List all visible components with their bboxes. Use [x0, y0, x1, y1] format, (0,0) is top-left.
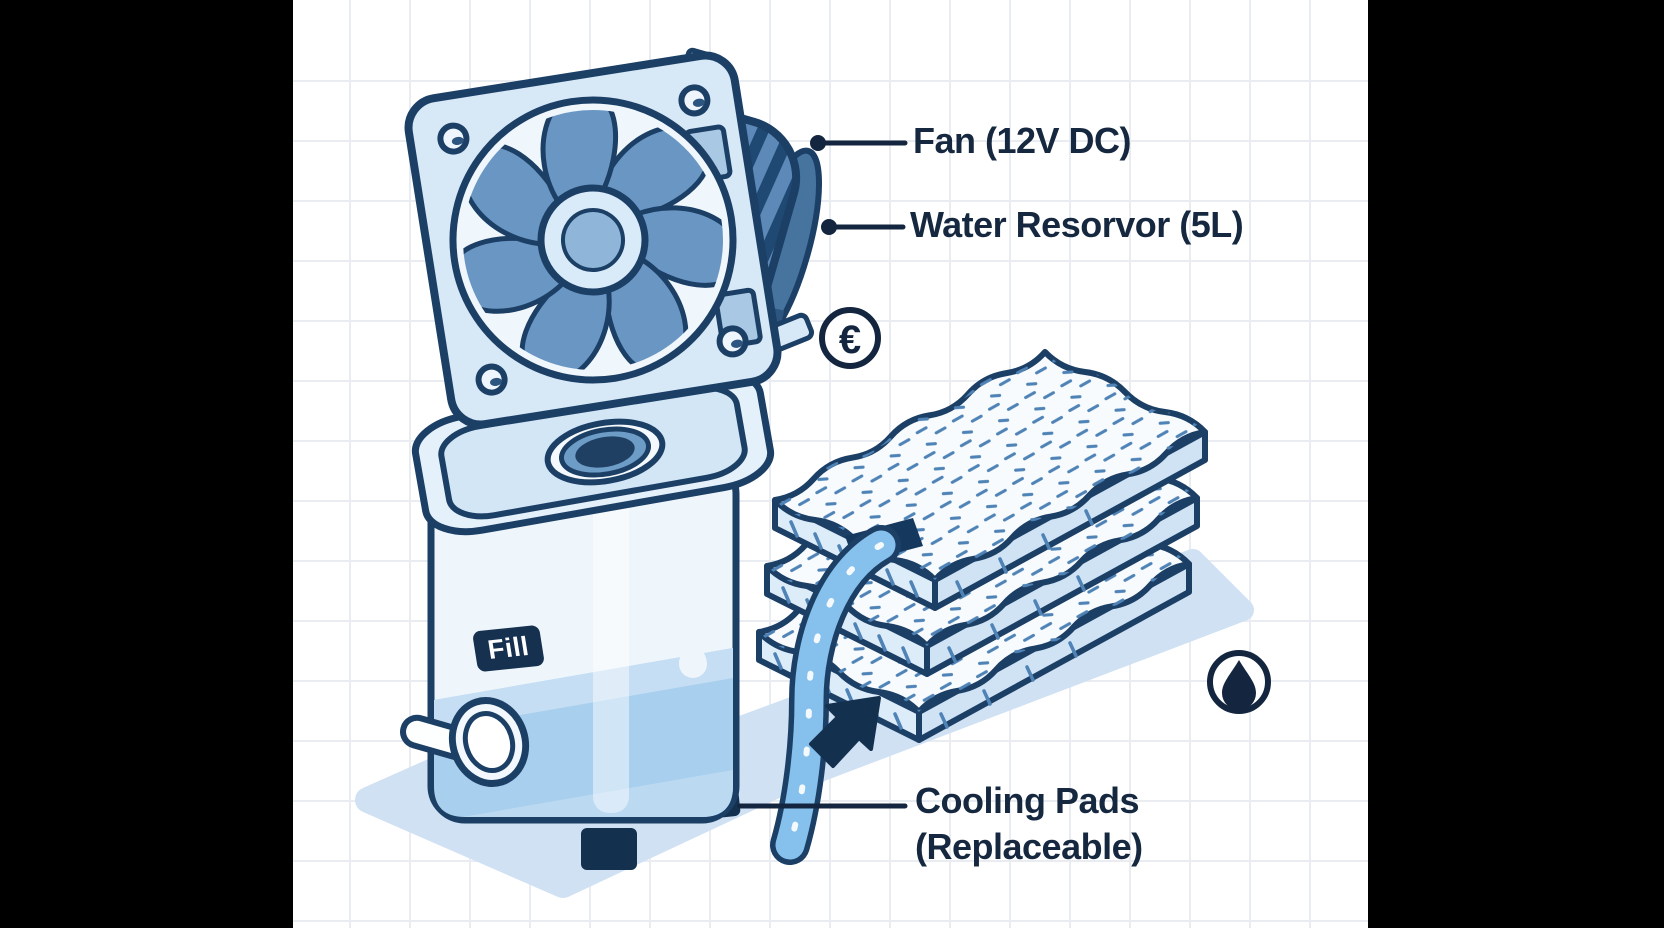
letterbox-left [0, 0, 293, 928]
fill-tag: Fill [471, 624, 546, 673]
leader-dot-reservoir [821, 219, 837, 235]
label-reservoir-text: Water Resorvor (5L) [910, 204, 1244, 245]
label-reservoir: Water Resorvor (5L) [910, 202, 1244, 248]
fan-frame [404, 51, 782, 429]
water-droplet-mark [679, 636, 707, 678]
label-fan-text: Fan (12V DC) [913, 120, 1132, 161]
label-cooling-pads-line2: (Replaceable) [915, 826, 1143, 867]
fan-corner-screws [437, 84, 749, 396]
label-cooling-pads: Cooling Pads (Replaceable) [915, 778, 1143, 870]
leader-lines [737, 135, 908, 809]
euro-icon: € [819, 307, 881, 369]
leader-dot-fan [810, 135, 826, 151]
fan-motor-illustration [404, 47, 823, 429]
water-drop-icon [1207, 650, 1271, 714]
svg-text:€: € [839, 318, 861, 362]
spout-tap [400, 697, 530, 787]
water-stream [770, 525, 901, 865]
cooling-pads-illustration [759, 352, 1205, 865]
letterbox-right [1368, 0, 1664, 928]
reservoir-illustration [400, 365, 776, 870]
fill-tag-text: Fill [485, 631, 532, 665]
cooler-illustration: € [355, 47, 1271, 898]
label-fan: Fan (12V DC) [913, 118, 1132, 164]
diagram-canvas: € Fan (12V DC) Water Resorvor (5L) Cooli [293, 0, 1368, 928]
reservoir-fill-hole [543, 413, 667, 490]
flow-arrow-icon [809, 696, 881, 768]
label-cooling-pads-line1: Cooling Pads [915, 780, 1140, 821]
